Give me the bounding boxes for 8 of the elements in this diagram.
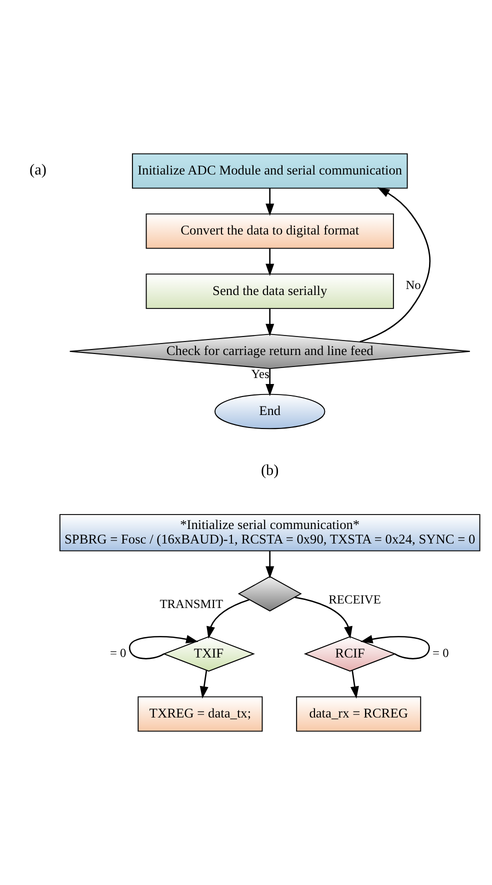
label: (a) bbox=[29, 162, 46, 179]
edge-label: = 0 bbox=[110, 646, 126, 660]
edge-label: RECEIVE bbox=[328, 592, 381, 606]
edge-label: = 0 bbox=[432, 646, 449, 660]
label: (b) bbox=[260, 462, 279, 480]
edge-label: Yes bbox=[251, 366, 270, 381]
edge-label: TRANSMIT bbox=[160, 596, 224, 611]
edge-label: No bbox=[406, 278, 421, 292]
